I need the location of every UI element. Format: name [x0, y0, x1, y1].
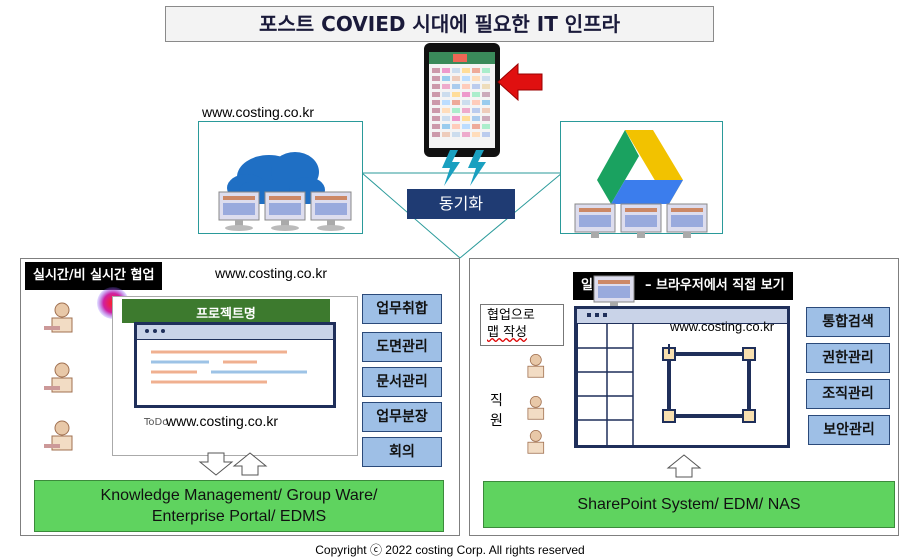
onedrive-box [198, 121, 363, 234]
note-line1: 협업으로 [487, 307, 557, 324]
person-icon [42, 300, 80, 338]
up-arrow-icon [232, 452, 268, 476]
left-panel-url[interactable]: www.costing.co.kr [215, 265, 327, 281]
lightning-icon [436, 150, 496, 190]
btn-permission[interactable]: 권한관리 [806, 343, 890, 373]
right-panel-label-text: – 브라우저에서 직접 보기 [645, 278, 785, 293]
person-icon [42, 418, 80, 456]
person-icon [42, 360, 80, 398]
copyright: Copyright ⓒ 2022 costing Corp. All right… [0, 541, 900, 558]
btn-meeting[interactable]: 회의 [362, 437, 442, 467]
todo-text: ToDo [144, 417, 168, 428]
person-icon [520, 352, 550, 382]
btn-integrated-search[interactable]: 통합검색 [806, 307, 890, 337]
project-window-lines [137, 340, 333, 404]
note-box: 협업으로 맵 작성 [480, 304, 564, 346]
note-line2: 맵 작성 [487, 324, 557, 341]
left-bottom-bar: Knowledge Management/ Group Ware/ Enterp… [34, 480, 444, 532]
btn-document[interactable]: 문서관리 [362, 367, 442, 397]
monitor-icon [217, 190, 382, 235]
btn-organization[interactable]: 조직관리 [806, 379, 890, 409]
person-icon [520, 394, 550, 424]
right-bottom-bar: SharePoint System/ EDM/ NAS [483, 481, 895, 528]
project-name: 프로젝트명 [122, 303, 330, 322]
left-bottom-line2: Enterprise Portal/ EDMS [35, 506, 443, 527]
down-arrow-icon [198, 452, 234, 476]
right-panel-url[interactable]: www.costing.co.kr [670, 319, 774, 334]
sync-label: 동기화 [407, 189, 515, 219]
left-panel-bottom-url[interactable]: www.costing.co.kr [166, 413, 278, 429]
left-panel-label: 실시간/비 실시간 협업 [25, 262, 162, 290]
red-arrow-icon [496, 62, 544, 102]
staff-char2: 원 [490, 410, 503, 430]
up-arrow-icon [666, 454, 702, 478]
phone-icon [423, 42, 503, 160]
google-drive-box [560, 121, 723, 234]
monitor-icon [573, 202, 736, 247]
btn-drawing[interactable]: 도면관리 [362, 332, 442, 362]
person-icon [520, 428, 550, 458]
onedrive-url[interactable]: www.costing.co.kr [202, 104, 314, 120]
map-diagram [577, 324, 787, 446]
staff-char1: 직 [490, 390, 503, 410]
left-bottom-line1: Knowledge Management/ Group Ware/ [35, 485, 443, 506]
btn-collect[interactable]: 업무취합 [362, 294, 442, 324]
btn-assignment[interactable]: 업무분장 [362, 402, 442, 432]
btn-security[interactable]: 보안관리 [808, 415, 890, 445]
project-window [134, 322, 336, 408]
